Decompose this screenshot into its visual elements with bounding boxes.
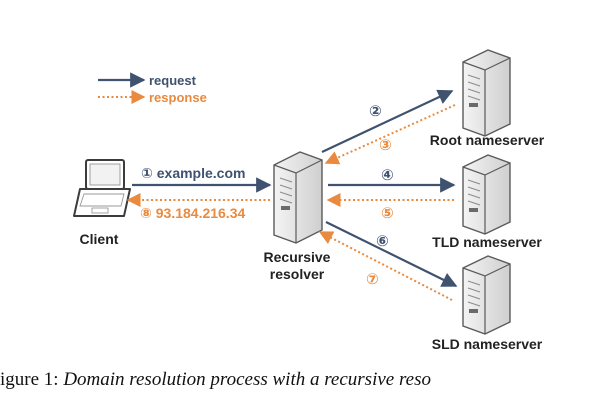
server-icon [462, 49, 511, 137]
sld-nameserver-label: SLD nameserver [432, 336, 543, 352]
sld-nameserver-node: SLD nameserver [432, 255, 543, 352]
step5-label: ⑤ [381, 205, 394, 222]
server-icon [273, 151, 323, 244]
root-nameserver-node: Root nameserver [430, 49, 545, 148]
server-icon [462, 255, 511, 335]
root-nameserver-label: Root nameserver [430, 132, 545, 148]
caption-prefix: igure 1: [0, 369, 63, 390]
legend: request response [98, 72, 207, 105]
client-node: Client [73, 159, 131, 247]
step2-arrow [321, 89, 454, 153]
client-label: Client [80, 231, 119, 247]
figure-caption: igure 1: Domain resolution process with … [0, 369, 431, 390]
tld-nameserver-node: TLD nameserver [432, 154, 542, 250]
caption-italic: Domain resolution process with a recursi… [62, 369, 431, 390]
step2-label: ② [369, 103, 382, 120]
legend-request-label: request [149, 73, 197, 88]
resolver-label-line1: Recursive [264, 249, 331, 265]
step1-label: ① example.com [141, 165, 245, 181]
step4-label: ④ [381, 167, 394, 184]
tld-nameserver-label: TLD nameserver [432, 234, 542, 250]
step3-arrow [324, 104, 456, 165]
server-icon [462, 154, 511, 235]
step6-arrow [325, 221, 458, 287]
resolver-label-line2: resolver [270, 266, 325, 282]
step3-label: ③ [379, 137, 392, 154]
step7-label: ⑦ [366, 271, 379, 288]
step6-label: ⑥ [376, 233, 389, 250]
step8-label: ⑧ 93.184.216.34 [140, 205, 245, 221]
legend-response-label: response [149, 90, 207, 105]
recursive-resolver-node: Recursive resolver [264, 151, 331, 282]
laptop-icon [73, 159, 131, 217]
